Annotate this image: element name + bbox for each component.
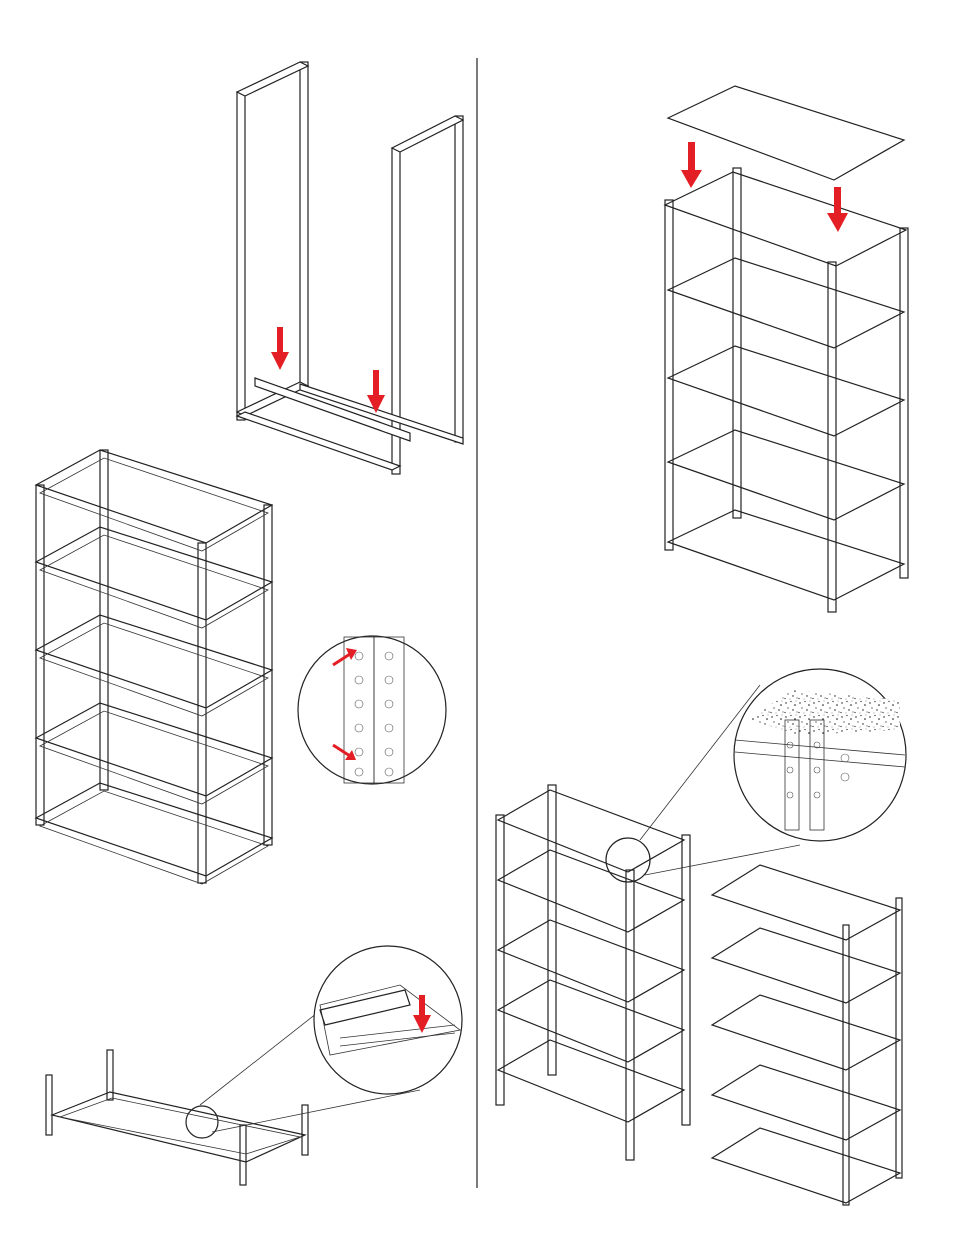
detail-keyhole-slots (298, 636, 446, 784)
top-panel (668, 86, 904, 180)
shelving-unit-left (496, 785, 690, 1160)
bottom-beams (237, 378, 463, 470)
arrow-down-icon (681, 142, 702, 188)
detail-beam-seating (314, 946, 462, 1094)
figure-beam-seating (46, 946, 462, 1185)
detail-shelf-corner (734, 669, 906, 841)
end-frame-left (237, 62, 308, 420)
shelving-unit-right (712, 865, 902, 1205)
figure-insert-top-panel (665, 86, 908, 612)
figure-frames-and-bottom-beams (237, 62, 463, 474)
beam-levels (36, 450, 272, 884)
arrow-down-icon (271, 327, 289, 370)
shelf-panels (668, 258, 904, 600)
figure-finished-units (496, 669, 906, 1205)
figure-open-frame (36, 450, 272, 884)
